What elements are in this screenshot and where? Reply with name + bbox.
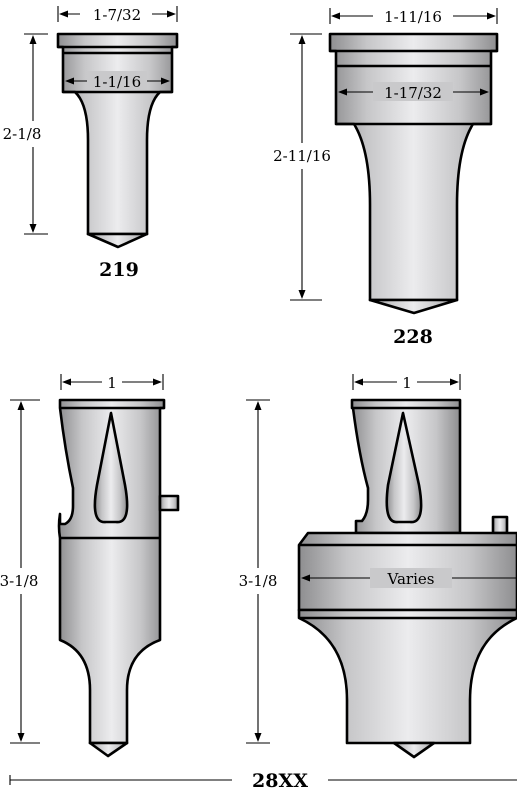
- horn-28xx-b-stud: [491, 515, 509, 535]
- horn-219-label: 219: [99, 259, 139, 281]
- horn-228-width-top: 1-11/16: [384, 8, 442, 26]
- horn-28xx-b: 1 Varies 3-1/8: [236, 372, 517, 759]
- horn-28xx-a-slot: [93, 411, 129, 524]
- horn-228-label: 228: [393, 326, 433, 348]
- horn-228-width-inner: 1-17/32: [384, 84, 442, 102]
- horn-228-height: 2-11/16: [273, 147, 331, 165]
- horn-28xx-b-height: 3-1/8: [239, 572, 278, 590]
- horn-28xx-a-tip: [88, 741, 129, 758]
- horn-228: 1-11/16 1-17/32 2-11/16 228: [271, 6, 499, 348]
- horn-28xx-b-tip: [392, 741, 436, 759]
- horn-219-width-inner: 1-1/16: [93, 73, 141, 91]
- horn-228-tip: [368, 298, 459, 315]
- horn-28xx-b-flange-width: Varies: [387, 570, 435, 588]
- horn-219-height: 2-1/8: [3, 125, 42, 143]
- horn-28xx-b-slot: [385, 411, 423, 524]
- horn-28xx-a-body: [57, 398, 166, 745]
- horn-28xx-a: 1 3-1/8: [0, 372, 180, 758]
- horn-28xx-b-lower: [297, 608, 517, 745]
- horn-228-body: [328, 32, 499, 302]
- horn-28xx-a-width-top: 1: [107, 374, 117, 392]
- horn-219-tip: [86, 232, 149, 249]
- group-28xx: 28XX: [9, 770, 517, 789]
- horn-219: 1-7/32 1-1/16 2-1/8 219: [0, 4, 179, 281]
- horn-219-width-top: 1-7/32: [93, 6, 141, 24]
- horn-28xx-b-width-top: 1: [402, 374, 412, 392]
- group-28xx-label: 28XX: [252, 770, 308, 789]
- horn-219-body: [56, 32, 179, 236]
- horn-28xx-a-height: 3-1/8: [0, 572, 38, 590]
- horn-28xx-a-stud: [158, 494, 180, 512]
